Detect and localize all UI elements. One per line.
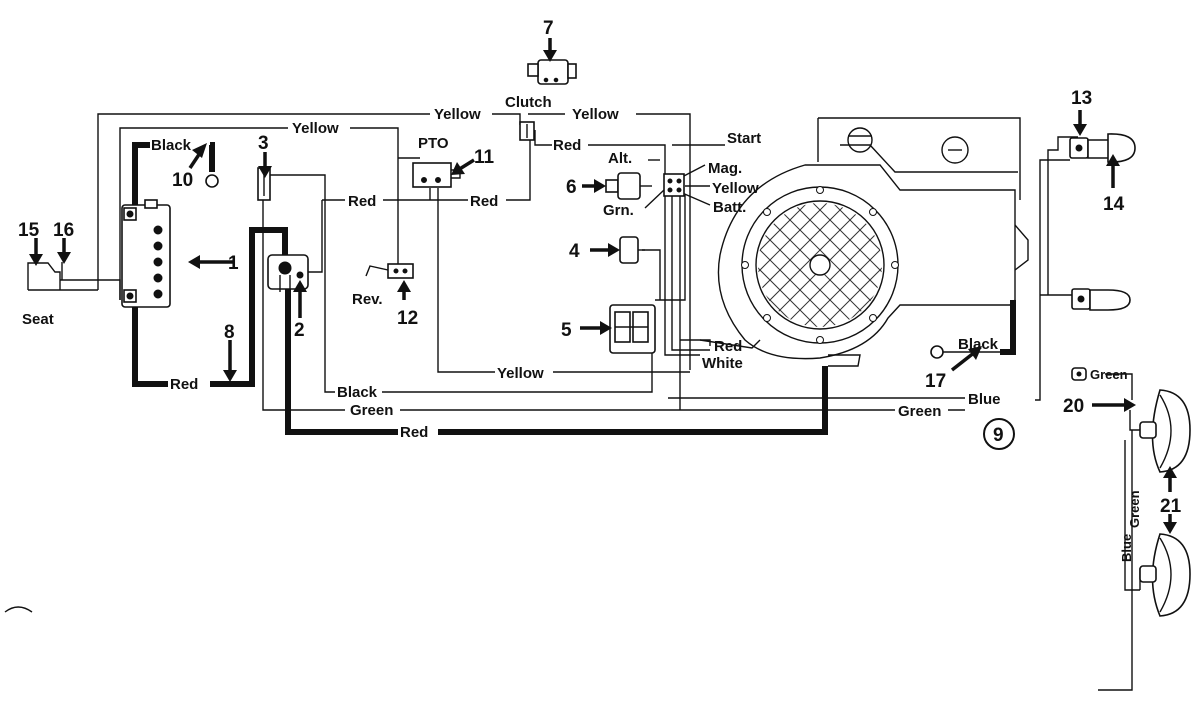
label-yellow-top-right: Yellow [572,106,619,123]
ignition-switch [663,173,685,197]
label-blue-vertical: Blue [1119,534,1134,562]
callout-1: 1 [228,253,239,274]
pto-switch-11 [412,162,461,188]
thick-cables [132,142,1016,435]
engine [717,117,1029,367]
label-grn: Grn. [603,202,634,219]
oil-sensor-6 [605,172,652,200]
label-black-bottom: Black [337,384,378,401]
callout-9-circle: 9 [983,418,1015,450]
label-yellow-bottom: Yellow [497,365,544,382]
solenoid-2 [267,254,309,292]
callout-3: 3 [258,133,269,154]
ground-terminal-10 [205,174,219,188]
callout-2: 2 [294,320,305,341]
callout-20: 20 [1063,396,1084,417]
callout-16: 16 [53,220,74,241]
callout-5: 5 [561,320,572,341]
label-blue: Blue [968,391,1001,408]
label-mag: Mag. [708,160,742,177]
label-yellow-switch: Yellow [712,180,759,197]
label-red-mid-left: Red [348,193,376,210]
label-red-bottom: Red [400,424,428,441]
callout-9: 9 [993,425,1004,446]
label-clutch: Clutch [505,94,552,111]
callout-4: 4 [569,241,580,262]
label-red-mid-right: Red [470,193,498,210]
label-green-right: Green [898,403,941,420]
headlight-lower [1139,533,1191,617]
label-alt: Alt. [608,150,632,167]
label-red-clutch: Red [553,137,581,154]
headlight-upper [1139,389,1191,473]
label-green-vertical: Green [1127,490,1142,528]
callout-10: 10 [172,170,193,191]
label-black-battery: Black [151,137,192,154]
callout-7: 7 [543,18,554,39]
callout-6: 6 [566,177,577,198]
label-start: Start [727,130,761,147]
label-red-battery: Red [170,376,198,393]
label-yellow-top-left: Yellow [434,106,481,123]
label-black-ground: Black [958,336,999,353]
label-batt: Batt. [713,199,746,216]
callout-12: 12 [397,308,418,329]
label-rev: Rev. [352,291,383,308]
thin-wires [4,113,1141,691]
callout-13: 13 [1071,88,1092,109]
label-white: White [702,355,743,372]
callout-14: 14 [1103,194,1125,215]
light-socket-lower [1071,288,1131,311]
diode-4 [619,236,645,264]
callout-numbers: 1 2 3 4 5 6 7 8 10 11 12 13 14 15 16 17 … [18,18,1182,517]
label-green-light: Green [1090,367,1128,382]
label-green-bottom: Green [350,402,393,419]
seat-switch [27,262,63,290]
callout-15: 15 [18,220,40,241]
label-yellow-second: Yellow [292,120,339,137]
label-seat: Seat [22,311,54,328]
callout-17: 17 [925,371,946,392]
reverse-switch-12 [365,263,414,279]
wire-labels: Yellow Clutch Yellow Yellow Black PTO Re… [22,94,1142,562]
label-pto: PTO [418,135,449,152]
light-connector-20 [1071,367,1087,381]
module-5 [609,304,656,354]
callout-arrows [29,38,1177,534]
battery [121,199,171,308]
callout-21: 21 [1160,496,1182,517]
clutch-connector [519,121,535,141]
light-socket-13 [1069,137,1114,159]
label-red-engine: Red [714,338,742,355]
clutch-switch-7 [527,59,577,85]
callout-8: 8 [224,322,235,343]
callout-11: 11 [474,147,495,168]
